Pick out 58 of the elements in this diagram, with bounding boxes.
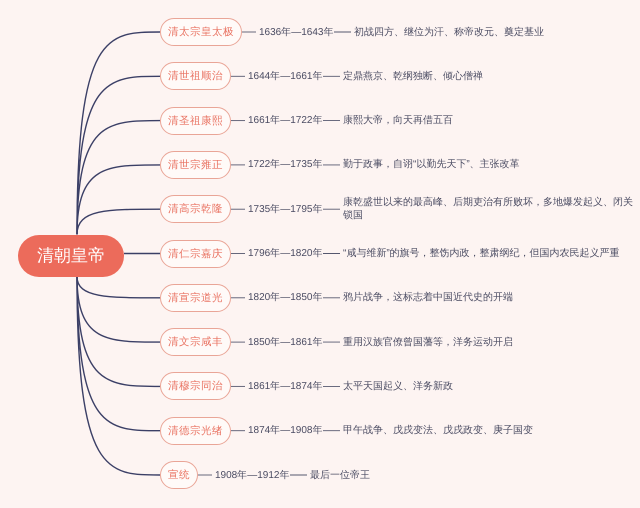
reign-years-text: 1722年—1735年: [248, 158, 322, 172]
connector-line: [230, 297, 246, 298]
emperor-name-pill: 清穆宗同治: [160, 372, 231, 400]
reign-years-text: 1850年—1861年: [248, 336, 322, 349]
connector-line: [322, 164, 340, 166]
reign-years-text: 1908年—1912年: [215, 468, 290, 482]
connector-line: [290, 474, 308, 476]
description-text: 初战四方、继位为汗、称帝改元、奠定基业: [354, 26, 544, 38]
description-text: 康熙大帝，向天再借五百: [343, 114, 453, 128]
emperor-name-pill: 清圣祖康熙: [160, 106, 231, 135]
reign-years-text: 1796年—1820年: [248, 247, 322, 260]
connector-line: [230, 208, 246, 210]
connector-line: [198, 474, 212, 476]
connector-line: [230, 164, 246, 166]
connector-line: [230, 430, 246, 432]
branch-line: [76, 208, 160, 235]
description-text: “咸与维新”的旗号，整饬内政，整肃纲纪，但国内农民起义严重: [343, 247, 620, 260]
reign-years-text: 1861年—1874年: [248, 380, 322, 393]
connector-line: [230, 386, 246, 387]
connector-line: [230, 120, 246, 122]
connector-line: [230, 76, 246, 77]
emperor-name-pill: 清世宗雍正: [160, 150, 231, 179]
description-text: 太平天国起义、洋务新政: [343, 380, 453, 393]
connector-line: [322, 297, 340, 298]
reign-years-text: 1874年—1908年: [248, 424, 322, 438]
emperor-name-pill: 清宣宗道光: [160, 284, 231, 312]
connector-line: [230, 253, 246, 254]
reign-years-text: 1735年—1795年: [248, 202, 322, 216]
description-text: 勤于政事，自诩“以勤先天下”、主张改革: [343, 158, 520, 172]
description-text: 重用汉族官僚曾国藩等，洋务运动开启: [343, 336, 513, 349]
root-topic-box: 清朝皇帝: [18, 234, 124, 276]
reign-years-text: 1820年—1850年: [248, 291, 322, 304]
description-text: 最后一位帝王: [310, 468, 370, 482]
connector-line: [322, 76, 340, 77]
emperor-name-pill: 清世祖顺治: [160, 62, 231, 90]
emperor-name-pill: 清太宗皇太极: [160, 18, 242, 46]
connector-line: [322, 342, 340, 343]
emperor-name-pill: 清仁宗嘉庆: [160, 240, 231, 268]
connector-line: [322, 386, 340, 387]
description-text: 定鼎燕京、乾纲独断、倾心僧禅: [343, 70, 483, 83]
reign-years-text: 1644年—1661年: [248, 70, 322, 83]
emperor-name-pill: 宣统: [160, 461, 198, 489]
branch-line: [76, 276, 160, 298]
description-text: 鸦片战争，这标志着中国近代史的开端: [343, 291, 513, 304]
reign-years-text: 1661年—1722年: [248, 114, 322, 128]
emperor-name-pill: 清德宗光绪: [160, 416, 231, 445]
description-text: 甲午战争、戊戌变法、戊戌政变、庚子国变: [343, 424, 533, 438]
connector-line: [322, 253, 340, 254]
connector-line: [322, 208, 340, 210]
branch-line: [76, 276, 160, 476]
connector-line: [230, 342, 246, 343]
emperor-name-pill: 清文宗咸丰: [160, 328, 231, 356]
connector-line: [322, 120, 340, 122]
reign-years-text: 1636年—1643年: [259, 26, 334, 38]
connector-line: [322, 430, 340, 432]
description-text: 康乾盛世以来的最高峰、后期吏治有所败坏，多地爆发起义、闭关锁国: [343, 196, 636, 222]
branch-line: [124, 252, 160, 254]
emperor-name-pill: 清高宗乾隆: [160, 195, 231, 224]
